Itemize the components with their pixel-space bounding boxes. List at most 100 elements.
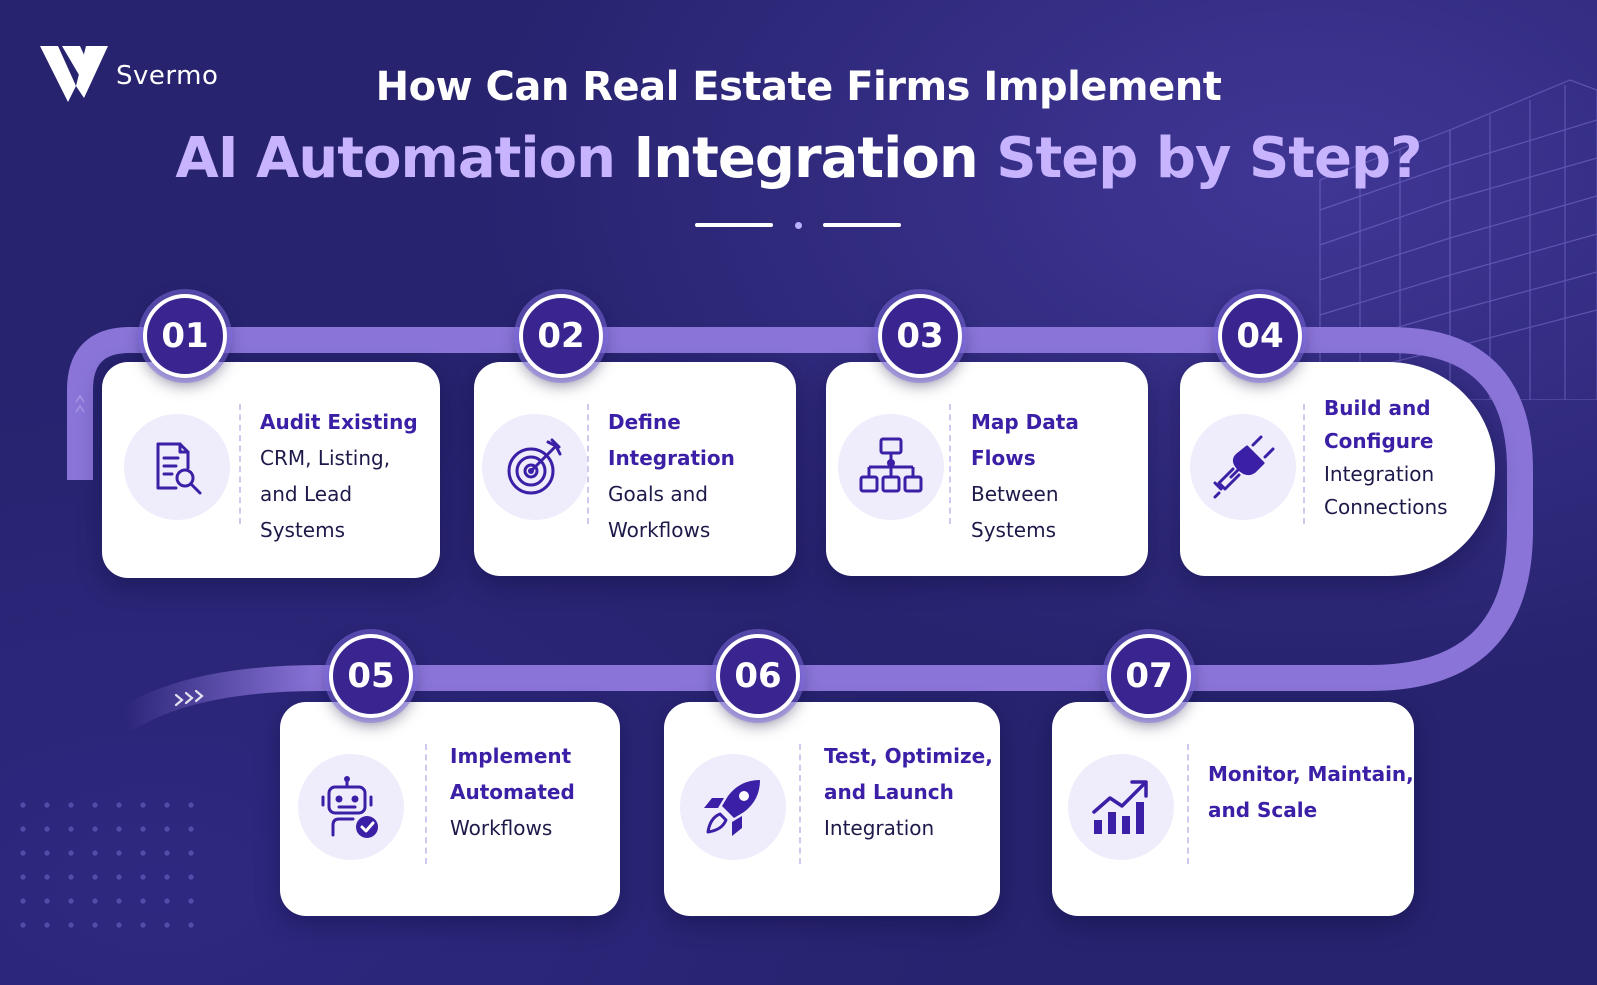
icon-circle	[680, 754, 786, 860]
step-title-line: Implement	[450, 744, 572, 768]
step-text: Monitor, Maintain, and Scale	[1208, 756, 1414, 828]
step-desc-line: Integration	[824, 816, 935, 840]
icon-circle	[1190, 414, 1296, 520]
grid-dot	[164, 922, 170, 928]
step-badge-05: 05	[329, 634, 413, 718]
grid-dot	[44, 802, 50, 808]
svermo-logo-icon	[40, 46, 108, 102]
target-icon	[507, 438, 562, 495]
step-desc-line: Connections	[1324, 495, 1448, 519]
grid-dot	[92, 922, 98, 928]
grid-dot	[188, 826, 194, 832]
grid-dot	[20, 826, 26, 832]
grid-dot	[164, 850, 170, 856]
step-badge-01: 01	[143, 294, 227, 378]
grid-dot	[20, 898, 26, 904]
grid-dot	[116, 922, 122, 928]
icon-circle	[124, 414, 230, 520]
grid-dot	[116, 850, 122, 856]
grid-dot	[92, 898, 98, 904]
title-line-2: AI Automation Integration Step by Step?	[0, 126, 1597, 191]
grid-dot	[92, 826, 98, 832]
step-badge-06: 06	[716, 634, 800, 718]
step-card-03: Map Data Flows Between Systems	[826, 362, 1148, 576]
step-desc-line: CRM, Listing,	[260, 446, 391, 470]
title-middle: Integration	[633, 126, 978, 191]
grid-dot	[116, 898, 122, 904]
grid-dot	[44, 874, 50, 880]
step-title-line: Map Data Flows	[971, 410, 1079, 470]
grid-dot	[116, 874, 122, 880]
grid-dot	[44, 850, 50, 856]
icon-circle	[482, 414, 588, 520]
grid-dot	[140, 922, 146, 928]
document-search-icon	[156, 442, 202, 495]
step-card-07: Monitor, Maintain, and Scale	[1052, 702, 1414, 916]
card-separator	[1303, 404, 1305, 524]
step-badge-02: 02	[519, 294, 603, 378]
icon-circle	[298, 754, 404, 860]
grid-dot	[188, 802, 194, 808]
step-card-05: Implement Automated Workflows	[280, 702, 620, 916]
grid-dot	[68, 922, 74, 928]
grid-dot	[44, 922, 50, 928]
step-title-line: Automated	[450, 780, 575, 804]
step-title-line: Configure	[1324, 429, 1434, 453]
step-title-line: Audit Existing	[260, 410, 418, 434]
step-text: Map Data Flows Between Systems	[971, 404, 1148, 548]
grid-dot	[116, 826, 122, 832]
step-text: Define Integration Goals and Workflows	[608, 404, 796, 548]
step-desc-line: Between	[971, 482, 1059, 506]
step-desc-line: and Lead Systems	[260, 482, 353, 542]
title-accent-2: Step by Step?	[996, 126, 1422, 191]
step-card-01: Audit Existing CRM, Listing, and Lead Sy…	[102, 362, 440, 578]
grid-dot	[68, 874, 74, 880]
grid-dot	[20, 922, 26, 928]
step-desc-line: Integration	[1324, 462, 1435, 486]
step-card-06: Test, Optimize, and Launch Integration	[664, 702, 1000, 916]
divider-bar-right	[823, 223, 901, 227]
grid-dot	[188, 874, 194, 880]
grid-dot	[44, 898, 50, 904]
icon-circle	[1068, 754, 1174, 860]
grid-dot	[68, 802, 74, 808]
step-badge-04: 04	[1218, 294, 1302, 378]
flowchart-icon	[859, 437, 923, 493]
card-separator	[799, 744, 801, 864]
card-separator	[587, 404, 589, 524]
grid-dot	[116, 802, 122, 808]
card-separator	[239, 404, 241, 524]
grid-dot	[140, 874, 146, 880]
grid-dot	[164, 898, 170, 904]
grid-dot	[164, 802, 170, 808]
title-divider	[695, 220, 905, 230]
step-text: Audit Existing CRM, Listing, and Lead Sy…	[260, 404, 440, 548]
step-title-line: and Scale	[1208, 798, 1318, 822]
icon-circle	[838, 414, 944, 520]
step-text: Test, Optimize, and Launch Integration	[824, 738, 993, 846]
grid-dot	[20, 850, 26, 856]
title-accent-1: AI Automation	[175, 126, 616, 191]
grid-dot	[188, 898, 194, 904]
grid-dot	[20, 874, 26, 880]
grid-dot	[20, 802, 26, 808]
title-line-1: How Can Real Estate Firms Implement	[375, 64, 1222, 110]
grid-dot	[140, 826, 146, 832]
card-separator	[1187, 744, 1189, 864]
step-title-line: and Launch	[824, 780, 954, 804]
grid-dot	[68, 850, 74, 856]
grid-dot	[140, 850, 146, 856]
divider-dot	[795, 222, 802, 229]
card-separator	[949, 404, 951, 524]
step-card-04: Build and Configure Integration Connecti…	[1180, 362, 1495, 576]
step-desc-line: Systems	[971, 518, 1056, 542]
step-card-02: Define Integration Goals and Workflows	[474, 362, 796, 576]
grid-dot	[188, 922, 194, 928]
rocket-icon	[704, 780, 760, 836]
dot-grid	[20, 802, 194, 928]
robot-icon	[321, 776, 378, 838]
grid-dot	[188, 850, 194, 856]
grid-dot	[140, 898, 146, 904]
step-desc-line: Goals and	[608, 482, 708, 506]
